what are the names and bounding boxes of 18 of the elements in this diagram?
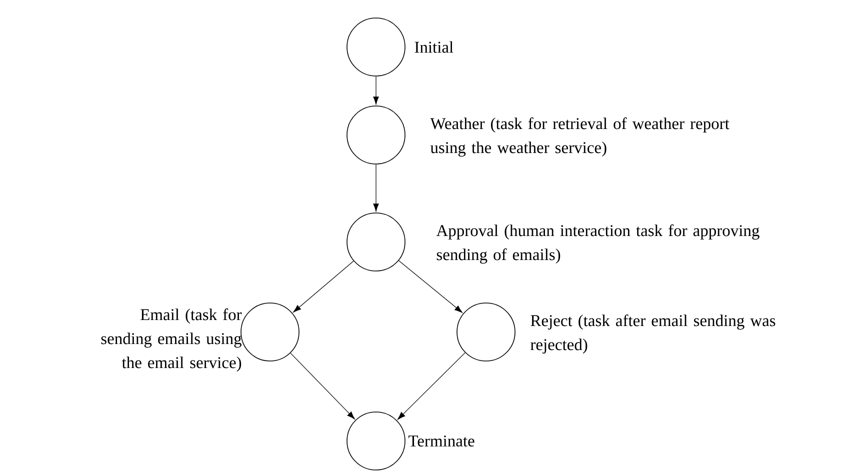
state-circle xyxy=(346,18,406,76)
state-label: Initial xyxy=(414,41,454,53)
state-label: Approval (human interaction task for approving sending of emails) xyxy=(436,224,760,264)
state-label: Terminate xyxy=(408,435,474,447)
arrow xyxy=(398,260,462,313)
arrow xyxy=(290,352,355,420)
arrow xyxy=(293,260,354,312)
arrow xyxy=(373,76,379,105)
state-circle xyxy=(346,106,406,164)
state-label: Weather (task for retrieval of weather report using the weather service) xyxy=(430,117,730,157)
state-circle xyxy=(456,302,516,362)
state-label: Reject (task after email sending was rejected) xyxy=(530,314,776,354)
arrow xyxy=(398,352,466,420)
state-circle xyxy=(346,412,406,470)
state-circle xyxy=(240,302,300,362)
arrow xyxy=(373,164,379,212)
state-circle xyxy=(346,212,406,272)
state-label: Email (task for sending emails using the email service) xyxy=(101,308,242,372)
